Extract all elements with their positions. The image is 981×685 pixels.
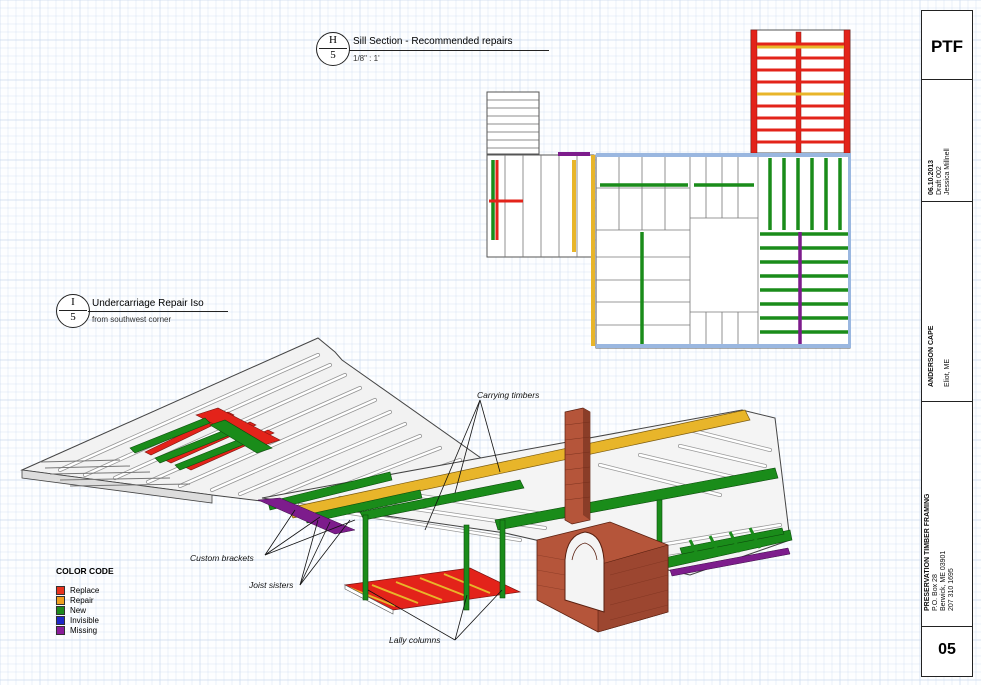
company-address-1: P.O. Box 28 <box>932 574 939 611</box>
bubble-top-label: H <box>329 34 337 46</box>
legend-item-invisible: Invisible <box>56 615 114 625</box>
legend-label: Replace <box>70 585 100 595</box>
legend-label: New <box>70 605 87 615</box>
bubble-bottom-label: 5 <box>330 49 336 61</box>
project-name: ANDERSON CAPE <box>928 325 935 387</box>
company-phone: 207 310 1695 <box>948 568 955 611</box>
view-scale: 1/8" : 1' <box>353 54 380 63</box>
bubble-bottom-label: 5 <box>70 311 76 323</box>
title-block-company-cell: PRESERVATION TIMBER FRAMING P.O. Box 28 … <box>922 401 972 627</box>
callout-carrying-timbers: Carrying timbers <box>477 390 540 400</box>
view-title-undercarriage: Undercarriage Repair Iso <box>92 298 204 309</box>
company-logo: PTF <box>930 37 964 56</box>
view-bubble-i5: I 5 <box>56 294 90 328</box>
project-location: Eliot, ME <box>944 358 951 387</box>
title-block: PTF 06.10.2013 Draft 002 Jessica Millnel… <box>921 10 973 677</box>
callout-custom-brackets: Custom brackets <box>190 553 254 563</box>
view-title-sill-section: Sill Section - Recommended repairs <box>353 36 513 47</box>
title-block-logo-cell: PTF <box>922 11 972 80</box>
company-address-2: Berwick, ME 03901 <box>940 550 947 611</box>
view-bubble-h5: H 5 <box>316 32 350 66</box>
legend-label: Missing <box>70 625 98 635</box>
legend-item-replace: Replace <box>56 585 114 595</box>
title-block-project-cell: ANDERSON CAPE Eliot, ME <box>922 201 972 402</box>
draft-number: Draft 002 <box>936 166 943 195</box>
legend-swatch <box>56 585 65 595</box>
legend-swatch <box>56 625 65 635</box>
callout-joist-sisters: Joist sisters <box>249 580 294 590</box>
legend-swatch <box>56 595 65 605</box>
legend-title: COLOR CODE <box>56 566 114 576</box>
legend-swatch <box>56 605 65 615</box>
legend-item-repair: Repair <box>56 595 114 605</box>
sheet-number: 05 <box>938 641 956 658</box>
legend-item-new: New <box>56 605 114 615</box>
view-subtitle: from southwest corner <box>92 315 172 324</box>
author-name: Jessica Millnell <box>944 148 951 195</box>
legend-label: Invisible <box>70 615 99 625</box>
callout-lally-columns: Lally columns <box>389 635 441 645</box>
legend-item-missing: Missing <box>56 625 114 635</box>
legend-swatch <box>56 615 65 625</box>
legend-label: Repair <box>70 595 94 605</box>
drawing-date: 06.10.2013 <box>928 159 935 195</box>
company-name: PRESERVATION TIMBER FRAMING <box>924 493 931 611</box>
title-block-date-cell: 06.10.2013 Draft 002 Jessica Millnell <box>922 79 972 202</box>
bubble-top-label: I <box>71 296 75 308</box>
